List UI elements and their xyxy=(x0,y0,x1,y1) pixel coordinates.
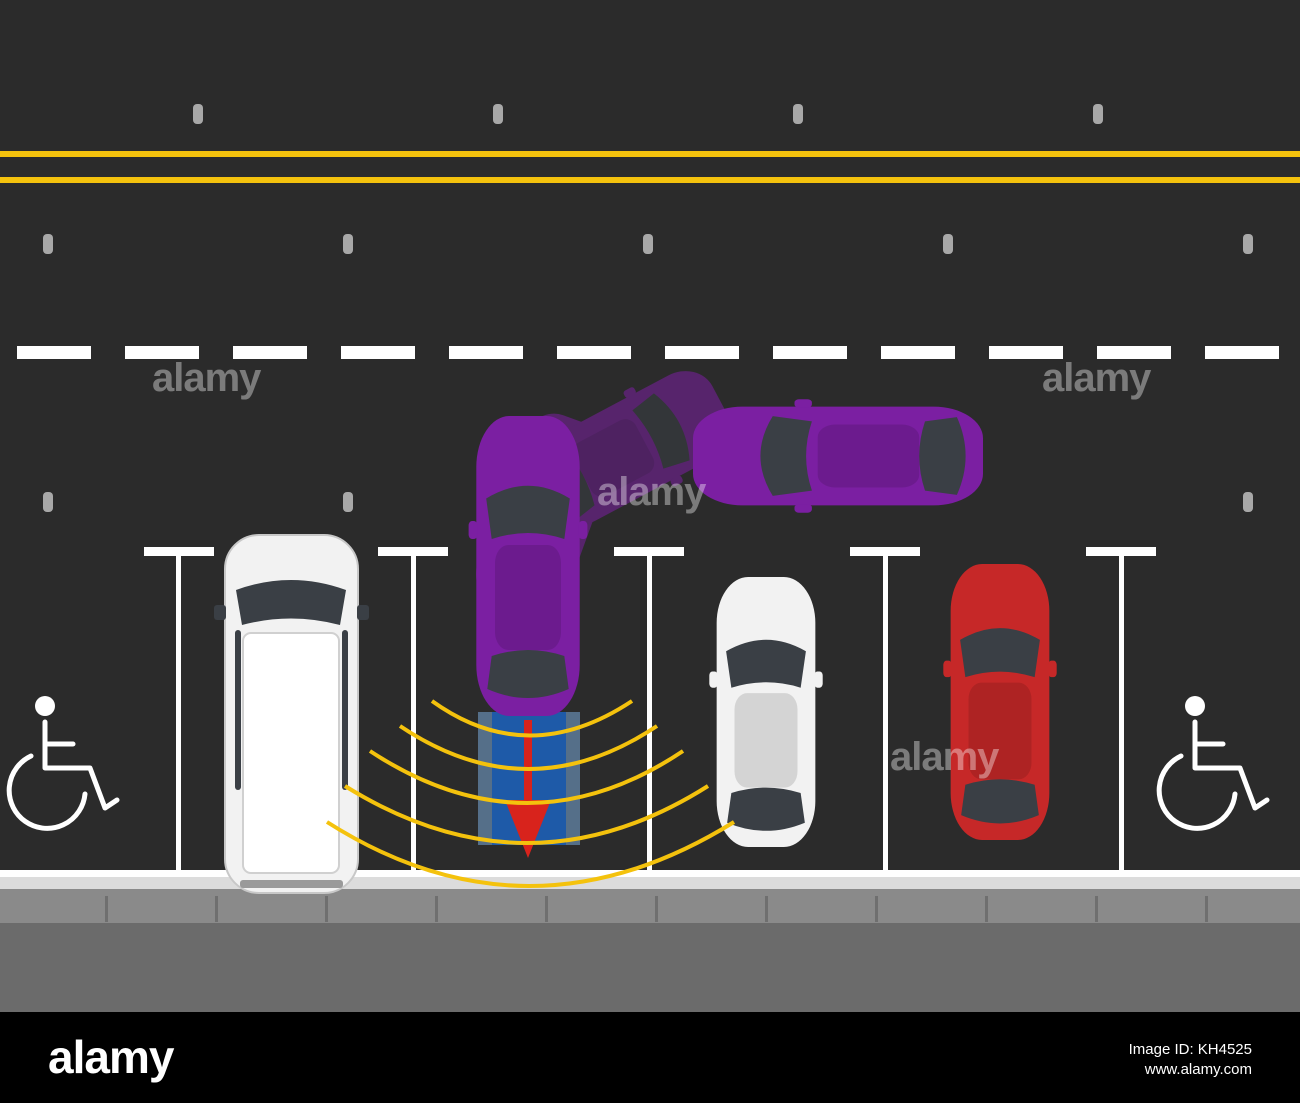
watermark: alamy xyxy=(890,735,999,779)
purple-sedan xyxy=(468,416,588,716)
watermark: alamy xyxy=(597,470,706,514)
watermark: alamy xyxy=(1042,356,1151,400)
purple-sedan xyxy=(693,399,983,513)
sidewalk xyxy=(0,923,1300,1012)
watermark: alamy xyxy=(152,356,261,400)
parking-lines xyxy=(0,547,1300,877)
site-url: www.alamy.com xyxy=(1144,1061,1252,1078)
footer-credit: Image ID: KH4525 www.alamy.com xyxy=(1129,1040,1252,1080)
center-line-bottom xyxy=(0,177,1300,183)
center-line-top xyxy=(0,151,1300,157)
red-sedan xyxy=(943,564,1057,840)
curb-blocks xyxy=(0,889,1300,923)
white-sedan xyxy=(709,577,823,847)
road-dots xyxy=(43,104,1253,512)
parking-sensor-waves xyxy=(325,699,736,888)
curb xyxy=(0,877,1300,889)
lane-divider xyxy=(17,346,1279,359)
stock-footer: alamy Image ID: KH4525 www.alamy.com xyxy=(0,1012,1300,1103)
footer-logo: alamy xyxy=(48,1031,174,1083)
image-id: Image ID: KH4525 xyxy=(1128,1041,1252,1058)
white-van xyxy=(214,534,369,894)
